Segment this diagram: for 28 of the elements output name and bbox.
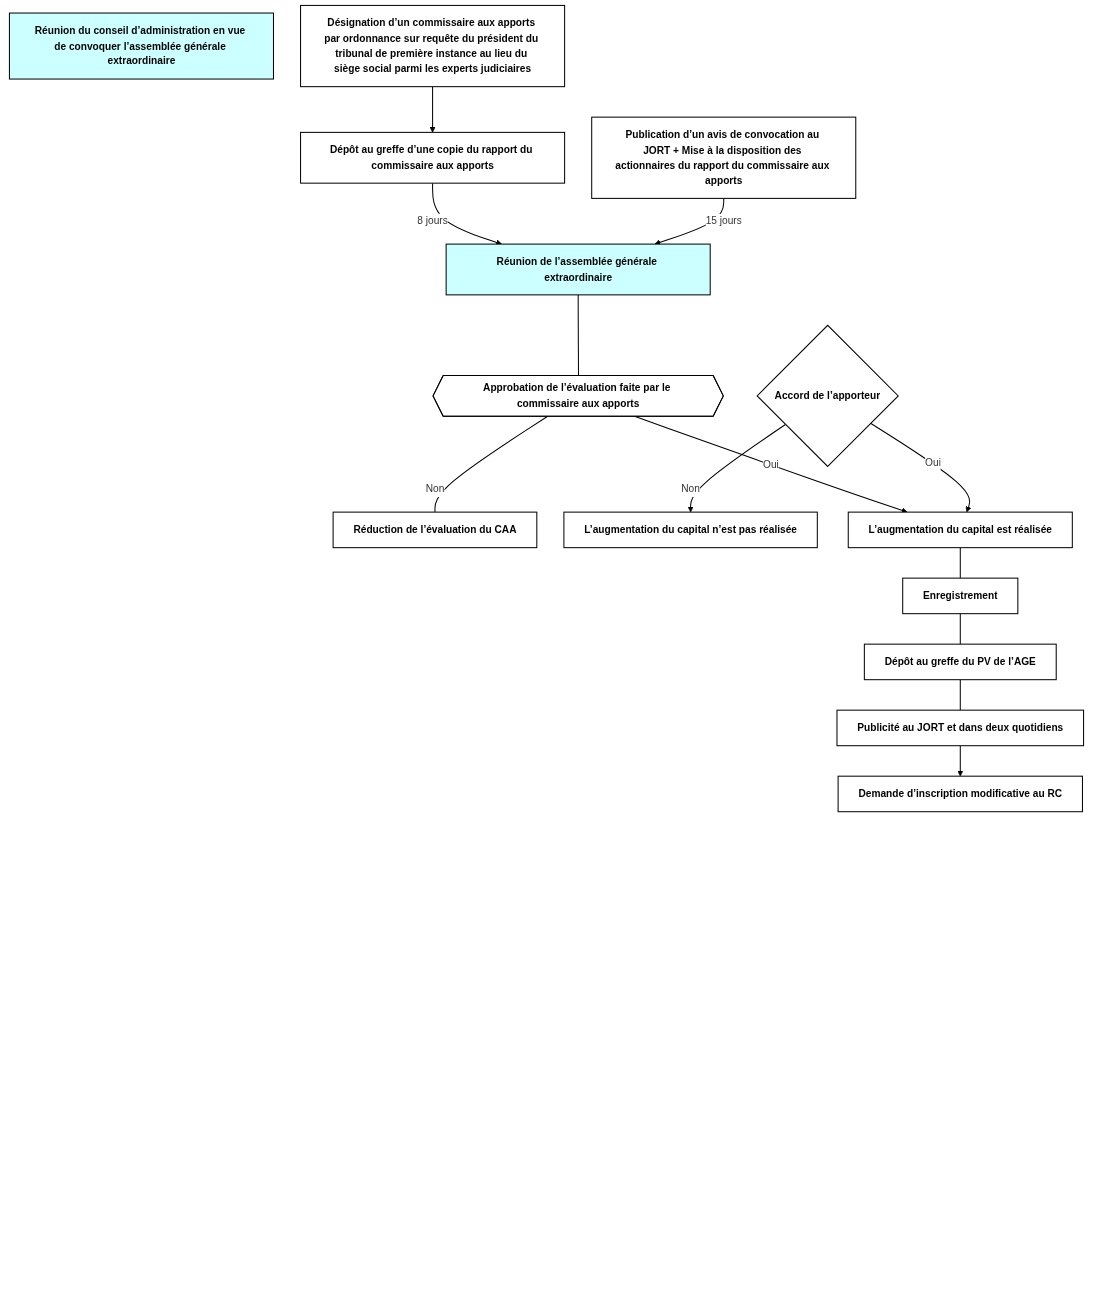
node-box: Enregistrement — [902, 577, 1019, 615]
edge-label: 15 jours — [705, 214, 742, 227]
arrow — [687, 424, 786, 513]
edge-label: Oui — [925, 456, 941, 468]
node-box: Réduction de l’évaluation du CAA — [332, 511, 538, 549]
arrow — [957, 745, 964, 777]
connector — [959, 547, 961, 579]
connector — [959, 613, 961, 645]
node-box: L’augmentation du capital est réalisée — [847, 511, 1073, 549]
connector — [434, 416, 548, 513]
node-box: Réunion de l’assemblée générale extraordinaire — [445, 243, 711, 296]
arrow — [870, 422, 972, 513]
node-box: Dépôt au greffe du PV de l’AGE — [863, 643, 1057, 681]
node-box: Désignation d’un commissaire aux apports par ordonnance sur requête du président du tribunal de première instance au lieu du siège social parmi les experts judiciaires — [300, 4, 566, 88]
node-box: Publicité au JORT et dans deux quotidiens — [836, 709, 1085, 747]
node-box: Dépôt au greffe d’une copie du rapport du commissaire aux apports — [300, 131, 566, 184]
arrow — [429, 86, 436, 133]
node-box: Réunion du conseil d’administration en vue de convoquer l’assemblée générale extraordinaire — [8, 12, 274, 80]
edge-label: 8 jours — [417, 214, 448, 227]
connector — [577, 294, 579, 377]
edge-label: Oui — [763, 458, 779, 471]
connector — [959, 679, 961, 711]
arrow — [432, 182, 502, 246]
node-box: Publication d’un avis de convocation au JORT + Mise à la disposition des actionnaires du rapport du commissaire aux apports — [591, 116, 857, 199]
edge-label: Non — [681, 483, 700, 495]
edge-label: Non — [425, 483, 445, 495]
node-box: Demande d’inscription modificative au RC — [837, 775, 1083, 813]
node-box: L’augmentation du capital n’est pas réalisée — [563, 511, 818, 549]
